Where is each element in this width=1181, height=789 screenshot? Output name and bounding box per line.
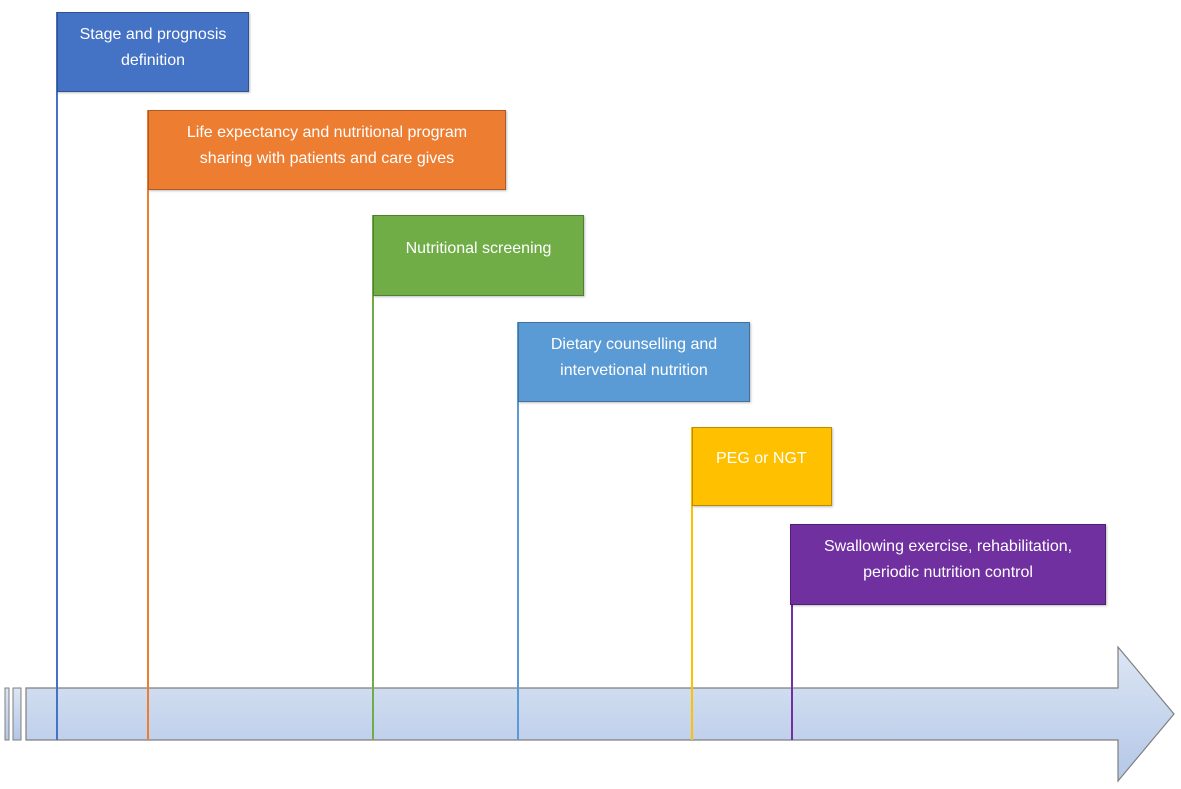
step-label: Swallowing exercise, rehabilitation, per… [823,538,1073,581]
step-swallowing-exercise: Swallowing exercise, rehabilitation, per… [790,524,1106,605]
step-pole [691,427,693,740]
step-pole [372,215,374,740]
step-pole [56,12,58,740]
step-label: Dietary counselling and intervetional nu… [550,336,718,379]
step-pole [791,524,793,740]
arrow-tail-stripe [12,687,22,741]
step-pole [517,322,519,740]
step-dietary-counselling: Dietary counselling and intervetional nu… [518,322,750,402]
arrow-body [25,645,1175,783]
step-life-expectancy: Life expectancy and nutritional program … [148,110,506,190]
step-stage-prognosis: Stage and prognosis definition [57,12,249,92]
step-nutritional-screening: Nutritional screening [373,215,584,296]
arrow-tail-stripe [4,687,10,741]
step-label: Life expectancy and nutritional program … [186,124,468,167]
step-label: PEG or NGT [716,450,807,467]
step-pole [147,110,149,740]
step-label: Nutritional screening [405,240,552,257]
step-label: Stage and prognosis definition [79,26,227,69]
step-peg-ngt: PEG or NGT [692,427,832,506]
